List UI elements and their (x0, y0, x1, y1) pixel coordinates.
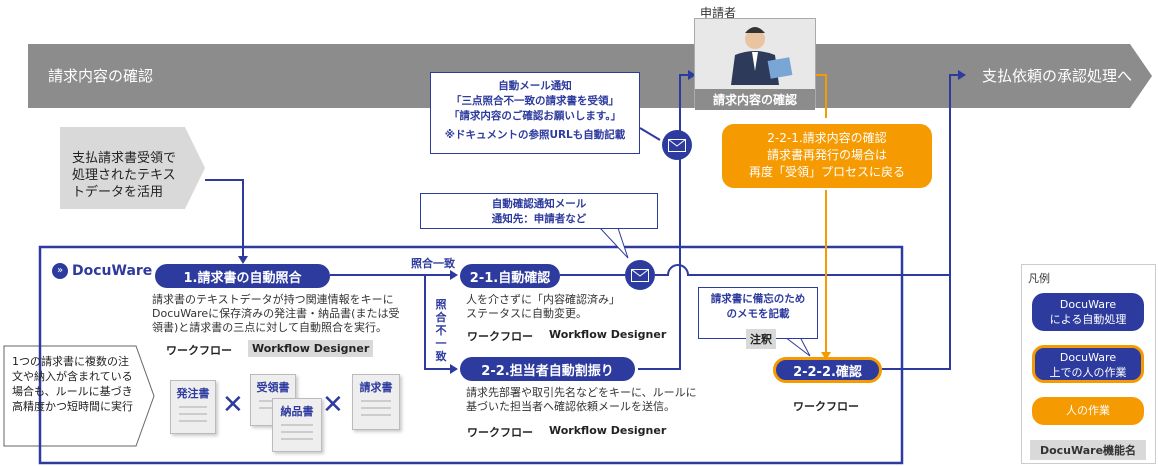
memo-line1: 請求書に備忘のため (710, 293, 806, 305)
applicant-label: 申請者 (700, 6, 737, 20)
connector-step1-step22 (424, 275, 452, 370)
confirm-mail-line1: 自動確認通知メール (491, 198, 587, 210)
docuware-logo: » DocuWare (52, 263, 152, 279)
connector-hop (655, 74, 960, 276)
multiply-icon-1: ✕ (222, 390, 244, 420)
input-note-text: 支払請求書受領で 処理されたテキス トデータを活用 (72, 151, 177, 200)
step22-tag-workflow: ワークフロー (467, 426, 533, 439)
email-callout-line4: ※ドキュメントの参照URLも自動記載 (444, 129, 626, 141)
doc-delivery-label: 納品書 (280, 405, 314, 418)
step1-desc: 請求書のテキストデータが持つ関連情報をキーに DocuWareに保存済みの発注書… (152, 293, 400, 334)
doc-invoice-label: 請求書 (359, 381, 393, 394)
connector-step22-applicant (638, 74, 690, 370)
step21-desc: 人を介さずに「内容確認済み」 ステータスに自動変更。 (466, 293, 620, 320)
multi-note-arrow (3, 345, 155, 447)
input-note-arrow (60, 127, 205, 209)
docuware-frame (38, 245, 904, 465)
applicant-check-label: 請求内容の確認 (695, 89, 815, 110)
person-icon (731, 27, 793, 85)
legend-auto: DocuWare による自動処理 (1032, 293, 1144, 331)
doc-receipt-label: 受領書 (256, 381, 290, 394)
email-callout-line2: 「三点照合不一致の請求書を受領」 (451, 95, 619, 107)
step22-tag-wfd: Workflow Designer (549, 424, 667, 437)
email-callout-line1: 自動メール通知 (498, 80, 572, 92)
step21-tag-wfd: Workflow Designer (549, 328, 667, 341)
multi-note-text: 1つの請求書に複数の注 文や納入が含まれている 場合も、ルールに基づき 高精度か… (12, 355, 133, 413)
multiply-icon-2: ✕ (322, 390, 344, 420)
branch-mismatch-label: 照 合 不 一 致 (435, 298, 447, 363)
step222-pill: 2-2-2.確認 (773, 357, 882, 383)
legend-title: 凡例 (1028, 272, 1050, 285)
step21-pill: 2-1.自動確認 (460, 264, 560, 288)
step1-tag-workflow: ワークフロー (166, 344, 232, 357)
step222-tag: ワークフロー (793, 400, 859, 413)
memo-callout: 請求書に備忘のため のメモを記載 (698, 287, 818, 339)
banner-left-label: 請求内容の確認 (48, 67, 154, 85)
connector-input-step1 (205, 179, 244, 258)
mail-icon-top (662, 130, 692, 160)
docuware-logo-icon: » (52, 263, 68, 279)
legend: 凡例 DocuWare による自動処理 DocuWare 上での人の作業 人の作… (1021, 264, 1156, 464)
legend-human: 人の作業 (1032, 397, 1144, 425)
connector-mail-callout (639, 127, 661, 141)
confirm-mail-line2: 通知先：申請者など (491, 213, 587, 225)
branch-match-label: 照合一致 (411, 257, 455, 270)
applicant-box: 請求内容の確認 (694, 18, 816, 110)
mail-icon-middle (625, 260, 655, 290)
doc-invoice: 請求書 (352, 374, 400, 430)
doc-order: 発注書 (170, 380, 216, 434)
legend-human-dw: DocuWare 上での人の作業 (1032, 345, 1144, 383)
memo-line2: のメモを記載 (726, 308, 790, 320)
email-callout: 自動メール通知 「三点照合不一致の請求書を受領」 「請求内容のご確認お願いします… (430, 72, 640, 154)
step22-desc: 請求先部署や取引先名などをキーに、ルールに 基づいた担当者へ確認依頼メールを送信… (466, 386, 697, 413)
step-221-box: 2-2-1.請求内容の確認 請求書再発行の場合は 再度「受領」プロセスに戻る (722, 124, 932, 188)
memo-tag: 注釈 (746, 329, 776, 349)
step1-tag-wfd: Workflow Designer (248, 340, 374, 357)
docuware-logo-text: DocuWare (72, 263, 153, 279)
step1-pill: 1.請求書の自動照合 (155, 264, 330, 288)
doc-order-label: 発注書 (176, 387, 210, 400)
step22-pill: 2-2.担当者自動割振り (460, 357, 635, 381)
banner-right-label: 支払依頼の承認処理へ (982, 67, 1133, 85)
connector-step222-banner (882, 275, 951, 370)
confirm-mail-callout: 自動確認通知メール 通知先：申請者など (420, 193, 658, 229)
legend-feature: DocuWare機能名 (1030, 440, 1146, 460)
connector-applicant-221 (812, 74, 827, 118)
doc-delivery: 納品書 (272, 398, 322, 452)
email-callout-line3: 「請求内容のご確認お願いします。」 (448, 110, 622, 122)
step21-tag-workflow: ワークフロー (467, 330, 533, 343)
